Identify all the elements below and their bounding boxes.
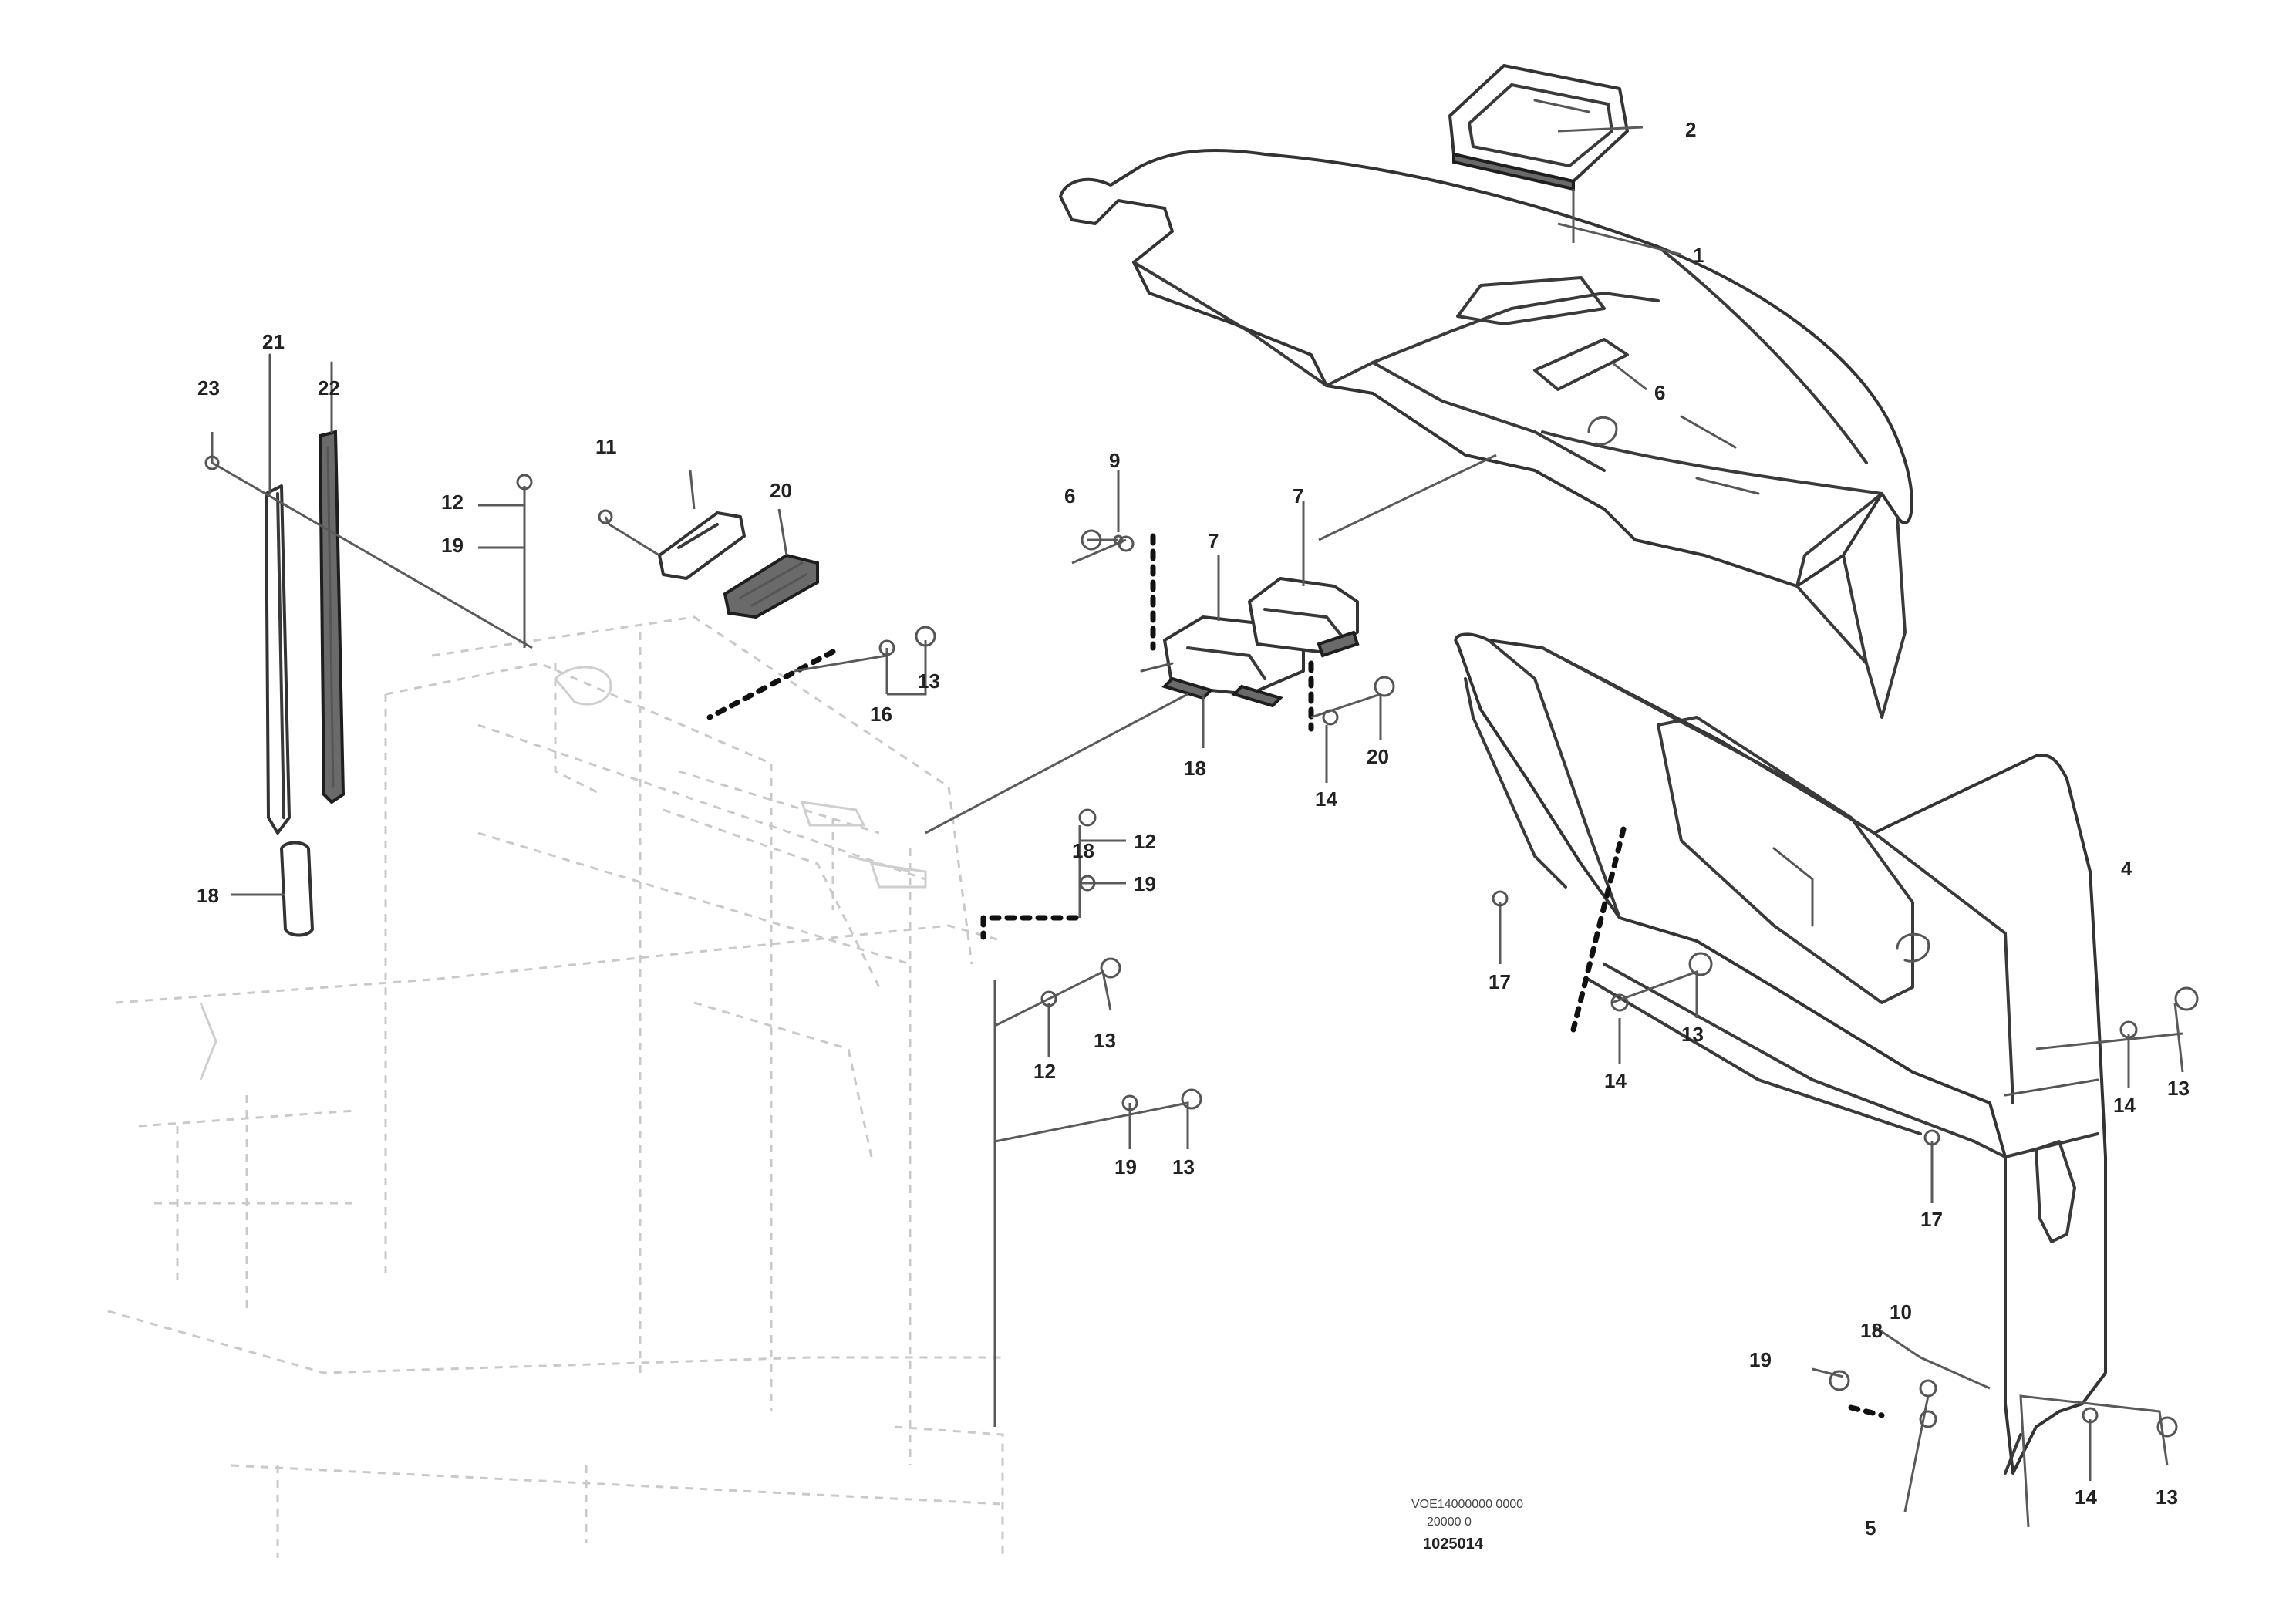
callout-2: 2 [1685, 118, 1696, 141]
callout-4: 4 [2121, 857, 2132, 880]
callout-10: 10 [1890, 1300, 1912, 1324]
callout-18: 18 [1072, 839, 1094, 862]
callout-labels: 2 1 6 9 6 7 7 4 21 22 23 12 19 18 11 20 … [197, 118, 2190, 1539]
seal-strips [265, 353, 346, 937]
callout-18: 18 [197, 884, 219, 907]
callout-19: 19 [441, 534, 464, 557]
callout-13: 13 [1681, 1023, 1704, 1046]
callout-13: 13 [1172, 1155, 1195, 1179]
cover-plate [1448, 64, 1629, 191]
callout-14: 14 [1315, 787, 1337, 811]
hardware-fasteners [204, 455, 2199, 1438]
connector-lines [706, 533, 1885, 1418]
callout-6: 6 [1064, 484, 1075, 508]
reference-line-2: 20000 0 [1427, 1516, 1472, 1529]
callout-18: 18 [1860, 1319, 1883, 1342]
side-panel [1454, 632, 2107, 1475]
callout-17: 17 [1489, 970, 1511, 993]
callout-13: 13 [2167, 1077, 2190, 1100]
callout-5: 5 [1865, 1516, 1876, 1539]
callout-13: 13 [918, 669, 940, 693]
callout-7: 7 [1293, 484, 1303, 508]
callout-12: 12 [441, 491, 464, 514]
callout-17: 17 [1920, 1208, 1943, 1231]
callout-23: 23 [197, 376, 220, 400]
callout-19: 19 [1134, 872, 1156, 895]
callout-14: 14 [2075, 1485, 2097, 1509]
callout-14: 14 [1604, 1069, 1627, 1092]
callout-20: 20 [1367, 745, 1389, 768]
callout-22: 22 [318, 376, 340, 400]
callout-7: 7 [1208, 529, 1219, 552]
callout-18: 18 [1184, 757, 1206, 780]
callout-1: 1 [1693, 244, 1704, 267]
callout-6: 6 [1654, 381, 1665, 404]
callout-16: 16 [870, 703, 892, 726]
drawing-id: 1025014 [1423, 1536, 1484, 1553]
callout-9: 9 [1109, 449, 1120, 472]
callout-13: 13 [1094, 1029, 1116, 1052]
rubber-block [723, 553, 819, 619]
callout-19: 19 [1749, 1348, 1772, 1371]
drawing-reference: VOE14000000 0000 20000 0 1025014 [1411, 1498, 1523, 1553]
upper-hood-panel [1059, 149, 1913, 719]
callout-13: 13 [2156, 1485, 2178, 1509]
callout-14: 14 [2113, 1094, 2136, 1117]
callout-12: 12 [1033, 1060, 1056, 1083]
callout-20: 20 [770, 479, 792, 502]
callout-19: 19 [1114, 1155, 1137, 1179]
callout-21: 21 [262, 330, 285, 353]
ghost-machine-outline [107, 615, 1004, 1558]
reference-line-1: VOE14000000 0000 [1411, 1498, 1523, 1511]
hinge-bracket [658, 511, 746, 580]
callout-12: 12 [1134, 830, 1156, 853]
callout-11: 11 [595, 435, 617, 458]
latch-assembly [1140, 577, 1360, 708]
